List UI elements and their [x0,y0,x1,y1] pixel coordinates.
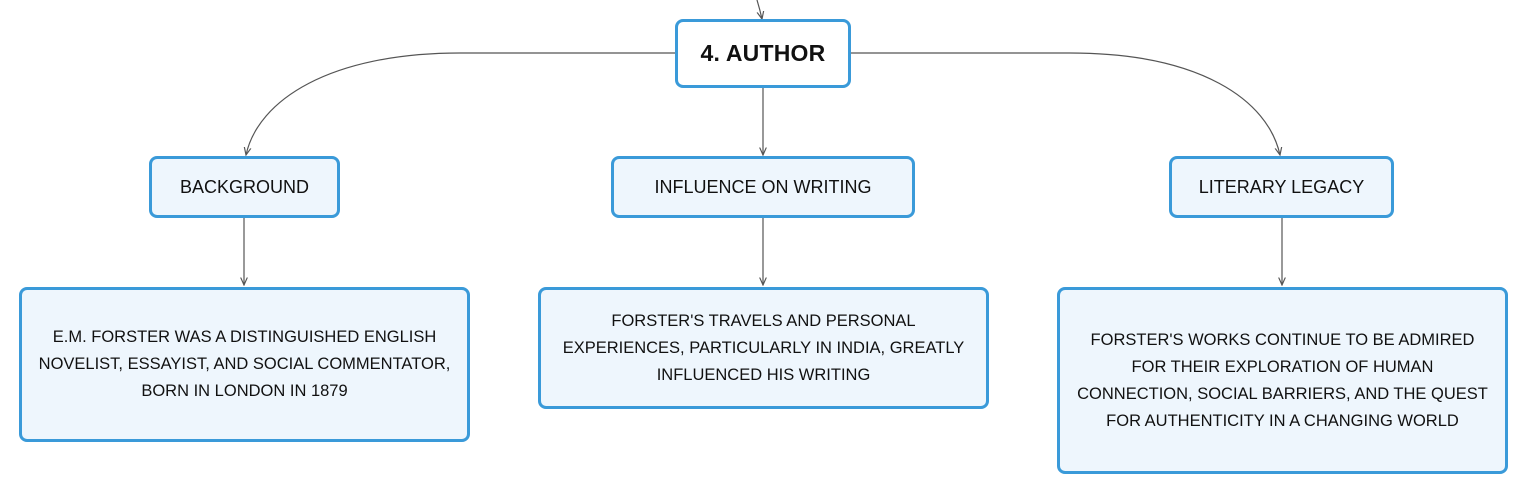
detail-node-background[interactable]: E.M. FORSTER WAS A DISTINGUISHED ENGLISH… [19,287,470,442]
root-node-author[interactable]: 4. AUTHOR [675,19,851,88]
detail-node-text: FORSTER'S WORKS CONTINUE TO BE ADMIRED F… [1077,330,1488,430]
detail-node-text: FORSTER'S TRAVELS AND PERSONAL EXPERIENC… [562,311,965,384]
topic-node-label: INFLUENCE ON WRITING [654,176,872,197]
topic-node-literary-legacy[interactable]: LITERARY LEGACY [1169,156,1394,218]
topic-node-label: LITERARY LEGACY [1198,176,1365,197]
topic-node-background[interactable]: BACKGROUND [149,156,340,218]
topic-node-influence-on-writing[interactable]: INFLUENCE ON WRITING [611,156,915,218]
topic-node-label: BACKGROUND [179,176,309,197]
root-node-label: 4. AUTHOR [700,40,826,66]
connector-author-to-legacy [850,52,1280,155]
detail-node-text: E.M. FORSTER WAS A DISTINGUISHED ENGLISH… [38,328,451,400]
connector-author-to-background [246,52,676,155]
detail-node-influence-on-writing[interactable]: FORSTER'S TRAVELS AND PERSONAL EXPERIENC… [538,287,989,409]
detail-node-literary-legacy[interactable]: FORSTER'S WORKS CONTINUE TO BE ADMIRED F… [1057,287,1508,474]
connector-parent-to-author [756,0,762,19]
